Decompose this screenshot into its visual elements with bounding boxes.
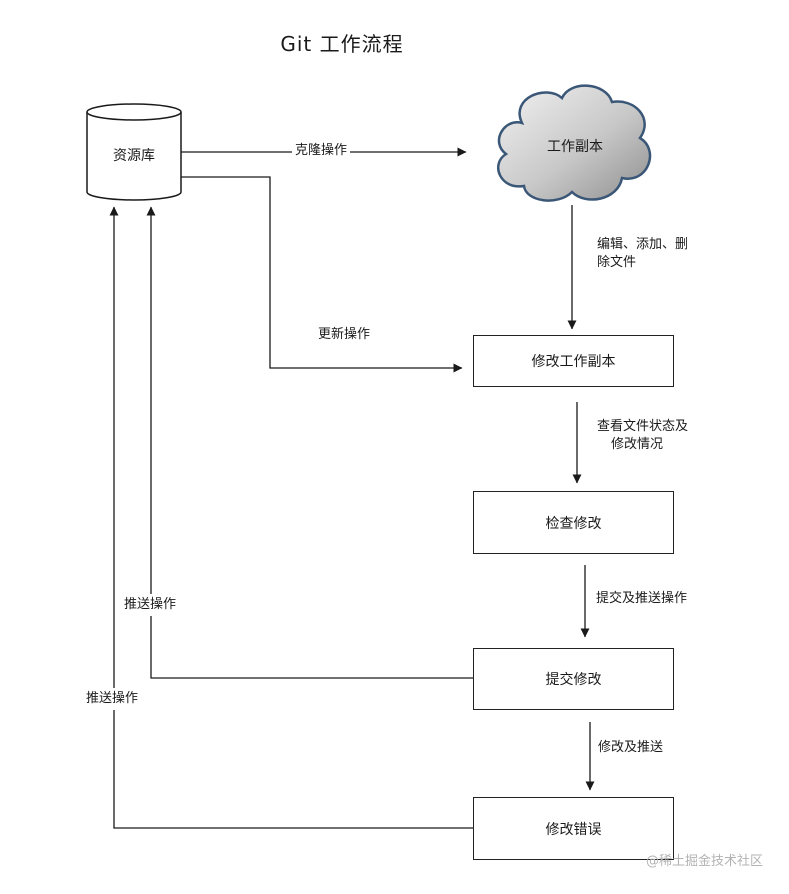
commit-changes-label: 提交修改 bbox=[545, 672, 602, 688]
edit-files-label-line2: 除文件 bbox=[597, 255, 637, 270]
fix-errors-label: 修改错误 bbox=[545, 821, 602, 838]
working-copy-cloud bbox=[496, 84, 652, 202]
commit-changes-box: 提交修改 bbox=[473, 648, 674, 710]
modify-working-copy-box: 修改工作副本 bbox=[473, 335, 674, 387]
diagram-title: Git 工作流程 bbox=[280, 32, 404, 56]
clone-label: 克隆操作 bbox=[292, 142, 351, 160]
update-label: 更新操作 bbox=[318, 327, 371, 342]
push-from-commit-label: 推送操作 bbox=[122, 594, 179, 616]
push-from-commit-arrow bbox=[146, 206, 473, 679]
repository-label: 资源库 bbox=[113, 148, 155, 164]
check-status-label-line1: 查看文件状态及 bbox=[597, 419, 689, 434]
update-arrow bbox=[181, 176, 463, 373]
edit-files-label-line1: 编辑、添加、删 bbox=[597, 237, 689, 252]
fix-errors-box: 修改错误 bbox=[473, 797, 674, 860]
modify-working-copy-label: 修改工作副本 bbox=[531, 354, 616, 370]
review-changes-box: 检查修改 bbox=[473, 491, 674, 554]
review-changes-label: 检查修改 bbox=[545, 515, 602, 532]
fix-push-label: 修改及推送 bbox=[598, 740, 664, 755]
repository-cylinder bbox=[86, 103, 182, 201]
commit-push-label: 提交及推送操作 bbox=[596, 591, 688, 606]
watermark: @稀土掘金技术社区 bbox=[645, 854, 763, 869]
working-copy-label: 工作副本 bbox=[547, 139, 603, 155]
push-from-fix-arrow bbox=[109, 206, 473, 829]
check-status-label-line2: 修改情况 bbox=[611, 437, 664, 452]
push-from-fix-label: 推送操作 bbox=[84, 688, 141, 710]
